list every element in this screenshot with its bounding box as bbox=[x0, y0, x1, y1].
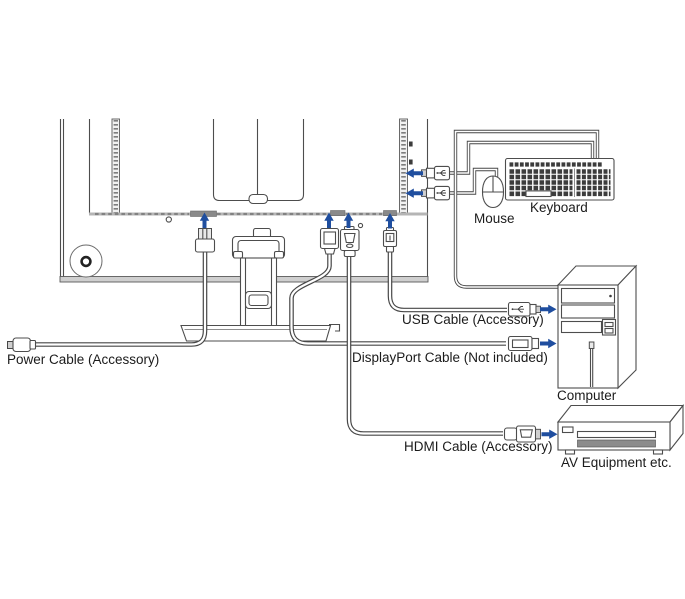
drive-bay-3 bbox=[560, 320, 603, 334]
computer-tower-illustration bbox=[556, 264, 638, 390]
displayport-plug-to-computer bbox=[507, 335, 540, 352]
right-vent-strip bbox=[399, 118, 408, 214]
drive-bay-2 bbox=[560, 304, 616, 319]
up-arrow-hdmi-icon bbox=[343, 212, 354, 228]
power-cable bbox=[33, 250, 208, 347]
cable-holder-clip bbox=[244, 290, 273, 310]
usb-a-plug-top bbox=[421, 165, 451, 181]
usb-upstream-connector bbox=[382, 226, 398, 253]
keyboard-usb-cable bbox=[449, 140, 595, 175]
av-foot-left bbox=[564, 449, 576, 455]
displayport-cable-label: DisplayPort Cable (Not included) bbox=[352, 350, 548, 365]
drive-bay-1 bbox=[560, 287, 616, 304]
usb-a-plug-bottom bbox=[421, 185, 451, 201]
speaker-grille bbox=[69, 244, 103, 278]
hdmi-connector bbox=[339, 225, 360, 258]
arrows bbox=[199, 168, 558, 439]
displayport-connector bbox=[319, 227, 340, 255]
mouse-illustration bbox=[481, 175, 505, 209]
usb-cable-label: USB Cable (Accessory) bbox=[402, 312, 544, 327]
hdmi-cable-label: HDMI Cable (Accessory) bbox=[404, 439, 553, 454]
left-arrow-usb-top-icon bbox=[405, 168, 423, 178]
right-arrow-hdmi-icon bbox=[541, 429, 558, 439]
av-equipment-illustration bbox=[556, 403, 685, 455]
hdmi-plug-to-av bbox=[503, 425, 541, 443]
stand-mount-recess bbox=[212, 119, 305, 205]
keyboard-computer-cable bbox=[453, 129, 600, 289]
front-port-panel bbox=[601, 318, 617, 336]
up-arrow-usb-icon bbox=[385, 213, 395, 229]
up-arrow-power-icon bbox=[199, 212, 210, 228]
side-port-mark-top bbox=[409, 141, 413, 147]
right-arrow-displayport-icon bbox=[540, 338, 557, 349]
mouse-usb-cable bbox=[449, 167, 499, 195]
power-connector bbox=[194, 228, 216, 253]
keyboard-label: Keyboard bbox=[530, 200, 588, 215]
front-dark-panel bbox=[577, 439, 656, 448]
displayport-cable-line bbox=[289, 251, 506, 346]
screw-hole-mark bbox=[357, 222, 364, 229]
keyhole-mark bbox=[165, 216, 172, 223]
left-arrow-usb-bottom-icon bbox=[405, 188, 423, 198]
right-arrow-usb-icon bbox=[540, 304, 557, 314]
av-equipment-label: AV Equipment etc. bbox=[561, 455, 672, 470]
left-vent-strip bbox=[111, 118, 120, 215]
usb-plug-to-computer bbox=[507, 301, 541, 317]
disc-tray-slot bbox=[576, 430, 657, 439]
hdmi-socket-slot bbox=[330, 210, 346, 216]
usb-cable-line bbox=[387, 250, 507, 313]
power-plug bbox=[7, 337, 37, 353]
mouse-label: Mouse bbox=[474, 211, 515, 226]
up-arrow-displayport-icon bbox=[324, 212, 334, 228]
av-foot-right bbox=[652, 449, 664, 455]
power-cable-label: Power Cable (Accessory) bbox=[7, 352, 159, 367]
monitor-left-edge bbox=[59, 119, 65, 277]
side-port-mark-bottom bbox=[409, 159, 413, 165]
av-power-button bbox=[561, 426, 574, 434]
keyboard-illustration bbox=[504, 157, 615, 201]
base-cable-hook bbox=[329, 323, 341, 332]
computer-label: Computer bbox=[557, 388, 617, 403]
hdmi-cable-line bbox=[346, 254, 503, 436]
spacebar-key bbox=[525, 190, 552, 198]
